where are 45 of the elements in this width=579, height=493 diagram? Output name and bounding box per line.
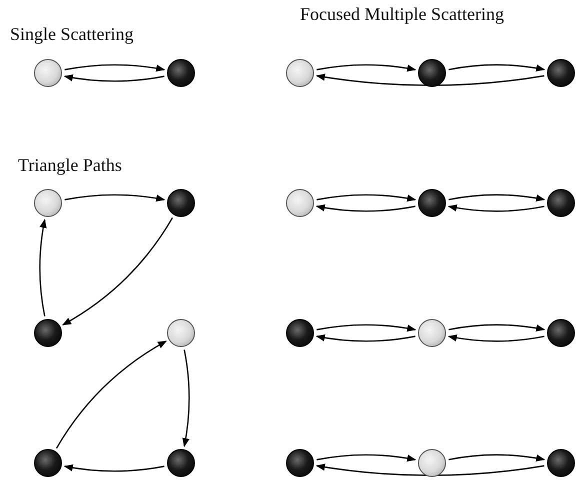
arrow [182, 350, 190, 448]
sphere [286, 449, 314, 477]
sphere [34, 59, 62, 87]
sphere [286, 59, 314, 87]
arrow [316, 194, 416, 202]
sphere [418, 319, 446, 347]
sphere [34, 189, 62, 217]
sphere [167, 319, 195, 347]
arrow [316, 324, 416, 332]
sphere [547, 449, 575, 477]
arrow [64, 464, 164, 472]
sphere [418, 449, 446, 477]
arrow [39, 218, 47, 316]
sphere [167, 449, 195, 477]
arrow [62, 217, 174, 326]
arrow [316, 204, 416, 212]
sphere [547, 59, 575, 87]
arrow [448, 194, 546, 202]
sphere [547, 189, 575, 217]
sphere [286, 189, 314, 217]
sphere [286, 319, 314, 347]
arrow [56, 340, 167, 449]
arrow [448, 454, 546, 462]
arrow [448, 324, 546, 332]
arrow [64, 64, 166, 72]
sphere [418, 59, 446, 87]
section-heading: Focused Multiple Scattering [300, 4, 504, 25]
arrow [316, 73, 544, 86]
arrow [64, 194, 166, 202]
arrow [448, 204, 544, 212]
arrow [448, 64, 546, 72]
arrow [316, 454, 416, 462]
arrow [448, 334, 544, 342]
arrow [64, 74, 164, 82]
sphere [34, 319, 62, 347]
sphere [418, 189, 446, 217]
sphere [167, 59, 195, 87]
sphere [34, 449, 62, 477]
arrow [316, 334, 416, 342]
sphere [167, 189, 195, 217]
section-heading: Single Scattering [10, 24, 134, 45]
arrow [316, 463, 544, 476]
sphere [547, 319, 575, 347]
arrow [316, 64, 416, 72]
section-heading: Triangle Paths [18, 155, 122, 176]
